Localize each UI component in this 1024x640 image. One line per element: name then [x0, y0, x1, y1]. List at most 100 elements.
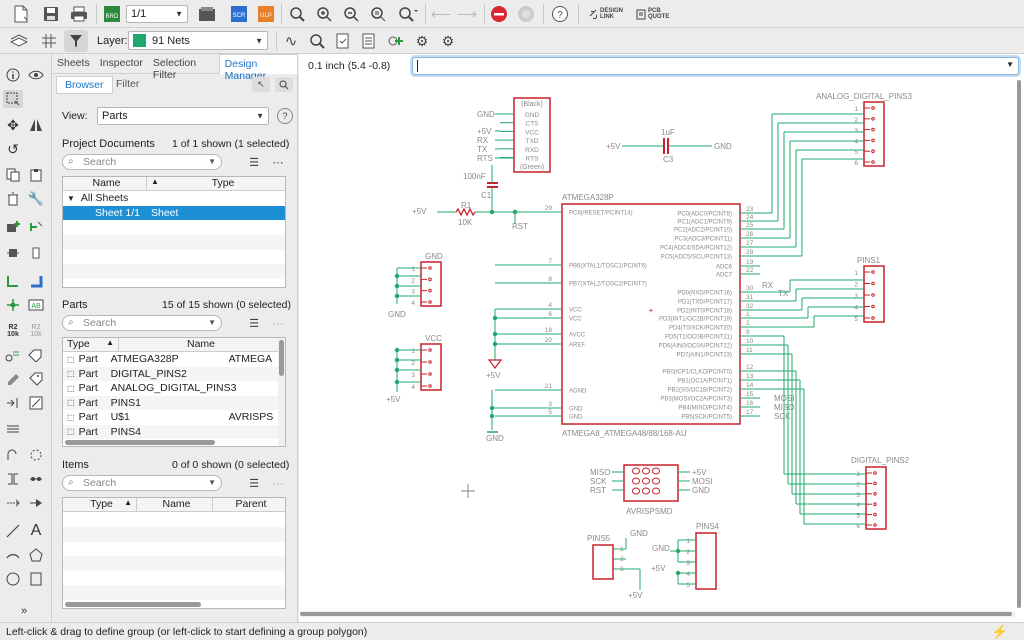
view-help-icon[interactable]: ? — [277, 108, 293, 124]
tab-inspector[interactable]: Inspector — [94, 54, 148, 74]
circle-dashed-icon[interactable] — [26, 446, 46, 464]
wire-bend-icon[interactable]: ∿ — [284, 33, 298, 50]
items-search[interactable]: ⌕ Search ▼ — [62, 475, 222, 491]
layer-select[interactable]: 91 Nets▼ — [128, 31, 268, 50]
script-button[interactable]: SCR — [228, 4, 250, 24]
table-row[interactable]: Sheet 1/1 Sheet — [63, 205, 285, 220]
parts-hscrollbar[interactable] — [65, 440, 215, 445]
options-gear-icon[interactable]: ⚙ — [441, 32, 455, 49]
parts-search[interactable]: ⌕ Search ▼ — [62, 315, 222, 331]
invoke-icon[interactable] — [3, 370, 23, 388]
replace-icon[interactable] — [26, 218, 46, 236]
items-hscrollbar[interactable] — [65, 602, 201, 607]
layer-settings-icon[interactable] — [8, 31, 30, 51]
save-icon[interactable] — [40, 4, 62, 24]
view-select[interactable]: Parts▼ — [97, 107, 269, 125]
copy-icon[interactable] — [3, 166, 23, 184]
canvas-vscrollbar[interactable] — [1016, 80, 1022, 610]
column-name[interactable]: Name — [63, 177, 147, 190]
meander-icon[interactable] — [26, 494, 46, 512]
rectangle-icon[interactable] — [26, 570, 46, 588]
add-net-icon[interactable] — [386, 31, 406, 51]
move-icon[interactable]: ✥ — [7, 116, 19, 133]
more-icon[interactable]: ⋯ — [272, 477, 284, 490]
erc-icon[interactable] — [333, 31, 353, 51]
column-type[interactable]: Type▲ — [63, 498, 137, 511]
pinswap-icon[interactable] — [3, 244, 23, 262]
line-icon[interactable] — [3, 522, 23, 540]
help-icon[interactable]: ? — [549, 4, 571, 24]
list-options-icon[interactable]: ☰ — [249, 156, 259, 169]
column-type[interactable]: Type — [211, 177, 235, 189]
zoom-fit-icon[interactable] — [286, 4, 308, 24]
more-icon[interactable]: ⋯ — [272, 317, 284, 330]
text-icon[interactable]: A — [30, 522, 42, 539]
new-file-icon[interactable] — [8, 4, 34, 24]
command-line-input[interactable]: ▼ — [412, 57, 1019, 75]
draw-wire-icon[interactable] — [3, 272, 23, 290]
polygon-icon[interactable] — [26, 546, 46, 564]
mirror-icon[interactable] — [26, 116, 46, 134]
stop-icon[interactable] — [488, 4, 510, 24]
parts-scrollbar[interactable] — [278, 338, 285, 446]
select-tool-icon[interactable]: ↖ — [252, 77, 270, 92]
show-eye-icon[interactable] — [26, 66, 46, 84]
circle-icon[interactable] — [3, 570, 23, 588]
go-icon[interactable] — [515, 4, 537, 24]
zoom-in-icon[interactable] — [313, 4, 335, 24]
undo-icon[interactable]: ⟵ — [430, 5, 452, 22]
paste-icon[interactable] — [26, 166, 46, 184]
optimize-icon[interactable] — [26, 470, 46, 488]
info-icon[interactable] — [3, 66, 23, 84]
column-name[interactable]: Name — [186, 338, 215, 350]
sheet-select[interactable]: 1/1▼ — [126, 5, 188, 23]
gateswap-icon[interactable] — [26, 244, 46, 262]
zoom-out-icon[interactable] — [340, 4, 362, 24]
board-switch-button[interactable]: BRD — [101, 4, 123, 24]
attribute-icon[interactable] — [26, 346, 46, 364]
settings-gear-icon[interactable]: ⚙ — [415, 32, 429, 49]
list-options-icon[interactable]: ☰ — [249, 477, 259, 490]
tree-group-all-sheets[interactable]: ▼All Sheets — [67, 192, 129, 205]
more-icon[interactable]: ⋯ — [272, 156, 284, 169]
expand-toolbar-icon[interactable]: » — [20, 605, 28, 617]
ripup-icon[interactable] — [3, 470, 23, 488]
redo-icon[interactable]: ⟶ — [456, 5, 478, 22]
tab-sheets[interactable]: Sheets — [52, 54, 95, 74]
tab-design-manager[interactable]: Design Manager — [218, 54, 298, 82]
canvas-hscrollbar[interactable] — [300, 611, 1015, 617]
route-icon[interactable] — [3, 494, 23, 512]
wrench-icon[interactable]: 🔧 — [27, 191, 45, 206]
zoom-to-icon[interactable] — [275, 77, 293, 92]
misc-lines-icon[interactable] — [3, 420, 23, 438]
drc-icon[interactable] — [359, 31, 379, 51]
column-parent[interactable]: Parent — [235, 498, 267, 510]
ulp-button[interactable]: ULP — [255, 4, 277, 24]
group-select-icon[interactable] — [3, 90, 23, 108]
project-documents-search[interactable]: ⌕ Search ▼ — [62, 154, 222, 170]
arc-icon[interactable] — [3, 546, 23, 564]
column-type[interactable]: Type▲ — [63, 338, 119, 351]
tag-icon[interactable] — [26, 370, 46, 388]
smash-icon[interactable] — [3, 346, 23, 364]
split-icon[interactable] — [3, 446, 23, 464]
schematic-drawing[interactable]: (Black)GNDCTSVCCTXDRXDRTS(Green)GND+5VRX… — [299, 54, 1024, 622]
zoom-redraw-icon[interactable] — [367, 4, 389, 24]
show-icon[interactable] — [307, 31, 327, 51]
list-options-icon[interactable]: ☰ — [249, 317, 259, 330]
junction-icon[interactable] — [3, 296, 23, 314]
column-name[interactable]: Name — [137, 498, 213, 511]
filter-icon[interactable] — [64, 30, 88, 52]
grid-icon[interactable] — [38, 31, 60, 51]
subtab-browser[interactable]: Browser — [56, 76, 113, 94]
bus-icon[interactable] — [26, 272, 46, 290]
subtab-filter[interactable]: Filter — [116, 78, 140, 90]
